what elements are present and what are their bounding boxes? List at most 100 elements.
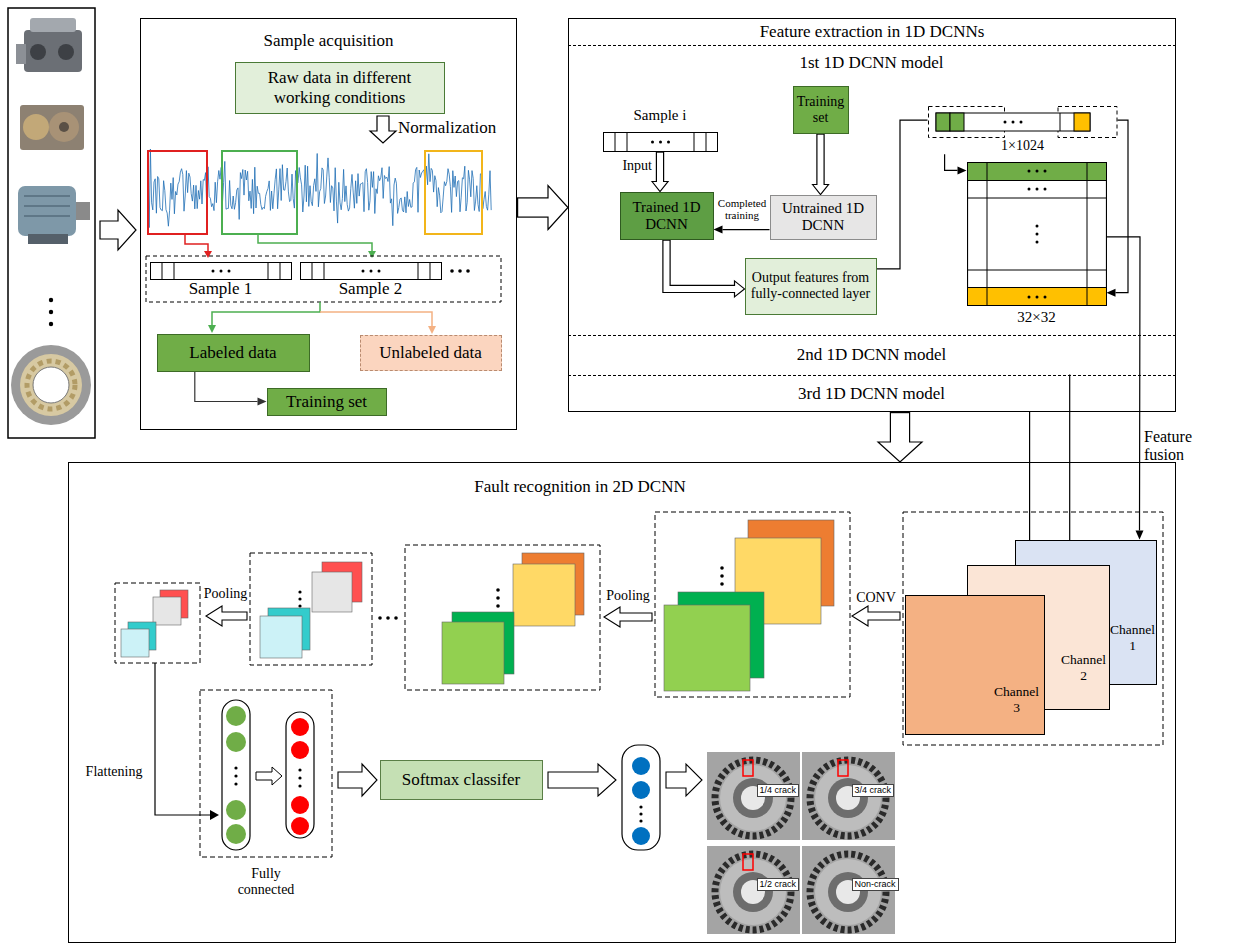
machine-column [24,215,70,217]
block-arrow-fill [667,241,737,289]
step-label: Normalization [398,118,510,138]
feature-matrix-cells [1027,187,1030,190]
fully-connected-layers [291,817,309,835]
feature-matrix-cells [967,197,1107,198]
sample-cells [705,132,706,152]
fully-connected-layers [291,741,309,759]
step-label: Feature fusion [1144,428,1234,465]
connector-line [723,229,770,230]
machine-column [49,298,53,302]
panel: Feature extraction in 1D DCNNs1st 1D DCN… [568,18,1176,412]
sample-cells [150,262,292,280]
block-arrow-head [878,442,922,462]
machine-column [27,361,75,409]
feature-maps [496,588,500,592]
feature-maps [655,512,850,697]
window-frame [148,151,207,234]
node-text: Untrained 1D DCNN [775,200,872,234]
arrow-head [714,226,723,234]
machine-column [30,18,76,32]
block-arrow [852,606,900,626]
machine-column [23,114,49,140]
feature-matrix-cells [1043,295,1046,298]
fully-connected-layers [222,700,250,850]
feature-matrix-cells [1027,295,1030,298]
fully-connected-layers [226,732,246,752]
feature-maps [664,605,750,691]
operation-label: Flattening [78,764,150,780]
gear-photo [810,760,886,836]
window-frame [222,151,297,234]
output-layer [632,781,650,799]
feature-matrix-cells [1035,224,1038,227]
output-layer [639,819,642,822]
sample-cells [626,132,627,152]
sample-cells [311,262,312,280]
split-line [320,312,432,327]
feature-maps [513,564,575,626]
machine-column [16,44,26,64]
sample-cells [693,132,694,152]
feature-vector-cells [936,113,1090,131]
connector-arrow [1107,120,1129,297]
data-box: Labeled data [157,334,310,372]
fully-connected-layers [226,706,246,726]
arrow-head [1136,531,1144,540]
feature-matrix-cells [986,162,987,306]
feature-maps [250,553,372,665]
feature-vector-cells [1019,120,1022,123]
feature-maps [720,582,724,586]
node-text: Channel 1 [1110,622,1156,653]
connector-arrow [517,186,568,230]
edge-label: Input [612,158,652,173]
gear-photo [743,854,753,870]
feature-vector-cells [1059,113,1060,131]
gear-photo [802,752,895,840]
feature-maps [298,597,301,600]
feature-maps [405,545,600,690]
band-title: 2nd 1D DCNN model [797,345,947,365]
node-text: Channel 3 [994,684,1040,715]
feature-vector-cells [1011,120,1014,123]
node-text: Training set [286,392,367,411]
node-text: 32×32 [967,308,1107,326]
output-layer [622,745,660,850]
fully-connected-layers [226,824,246,844]
data-box: Unlabeled data [360,335,502,371]
panel-title: Fault recognition in 2D DCNN [69,477,1175,497]
feature-maps [298,604,301,607]
window-frame [425,151,482,234]
sample-cells [279,262,280,280]
sample-bar: Sample 1 [150,262,292,299]
machine-column [24,30,82,72]
sample-bar: Sample 2 [300,262,442,299]
arrow-head [958,166,967,174]
operation-label: Pooling [604,588,652,604]
gear-photo [707,752,800,840]
feature-matrix-cells [1035,232,1038,235]
node-text: Sample 1 [150,280,292,299]
machine-column [30,44,46,60]
output-layer [639,812,642,815]
fully-connected-layers [298,768,301,771]
feature-matrix-cells [1035,240,1038,243]
sample-cells [651,140,654,143]
node-text: Sample i [603,106,718,124]
feature-vector-cells [1074,113,1090,131]
gear-photo [715,854,791,930]
node-text: Non-crack [855,879,896,890]
photo-tag: 3/4 crack [852,784,895,797]
photo-tag: Non-crack [852,878,899,891]
connector-arrow [667,240,745,297]
connector-line [195,372,258,402]
block-arrow [548,764,616,796]
block-arrow [338,764,377,796]
edge-label: Completed training [715,197,769,221]
feature-maps [250,553,372,665]
block-arrow [370,116,396,143]
split-line [212,302,320,326]
connector-arrow [945,154,967,174]
arrow-head [428,326,436,334]
sample-cells [173,262,174,280]
machine-column [49,322,53,326]
